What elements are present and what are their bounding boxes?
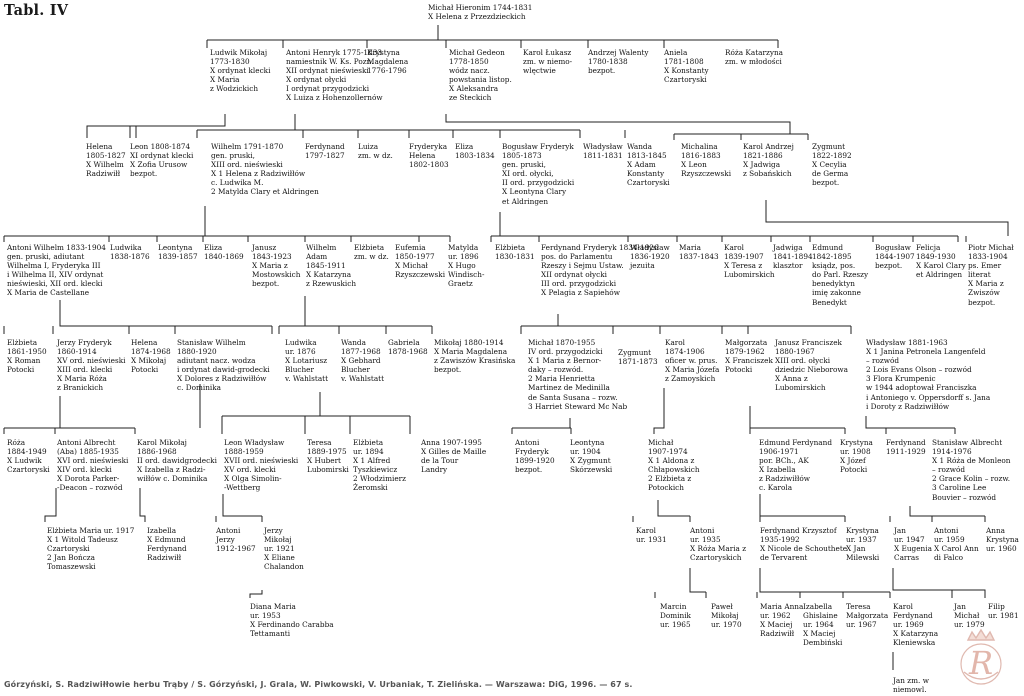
person-stanislaw-albrecht: Stanisław Albrecht 1914-1976 X 1 Róża de… — [932, 438, 1011, 502]
table-title: Tabl. IV — [4, 2, 69, 19]
person-boguslaw-1844: Bogusław 1844-1907 bezpot. — [875, 243, 915, 271]
bibliographic-footer: Górzyński, S. Radziwiłłowie herbu Trąby … — [4, 680, 633, 689]
person-eufemia: Eufemia 1850-1977 X Michał Rzyszczewski — [395, 243, 446, 280]
person-filip: Filip ur. 1981 — [988, 602, 1019, 621]
crowned-monogram-seal-icon: R — [960, 628, 1002, 685]
person-roza-katarzyna: Róża Katarzyna zm. w młodości — [725, 48, 783, 67]
person-wladyslaw: Władysław 1811-1831 — [583, 142, 623, 161]
person-ferdynand-krzysztof: Ferdynand Krzysztof 1935-1992 X Nicole d… — [760, 526, 848, 563]
person-jerzy-mikolaj: Jerzy Mikołaj ur. 1921 X Eliane Chalando… — [264, 526, 304, 572]
person-zygmunt: Zygmunt 1822-1892 X Cecylia de Germa bez… — [812, 142, 852, 188]
person-helena-1874: Helena 1874-1968 X Mikołaj Potocki — [131, 338, 171, 375]
person-karol-mikolaj: Karol Mikołaj 1886-1968 II ord. dawidgro… — [137, 438, 217, 484]
person-anna-krystyna: Anna Krystyna ur. 1960 — [986, 526, 1019, 554]
person-pawel-mikolaj: Paweł Mikołaj ur. 1970 — [711, 602, 742, 630]
person-edmund-ferdynand: Edmund Ferdynand 1906-1971 por. BCh., AK… — [759, 438, 832, 493]
person-malgorzata: Małgorzata 1879-1962 X Franciszek Potock… — [725, 338, 773, 375]
person-matylda: Matylda ur. 1896 X Hugo Windisch- Graetz — [448, 243, 485, 289]
person-antoni-henryk: Antoni Henryk 1775-1833 namiestnik W. Ks… — [286, 48, 383, 103]
person-ferdynand-1911: Ferdynand 1911-1929 — [886, 438, 926, 457]
person-helena: Helena 1805-1827 X Wilhelm Radziwiłł — [86, 142, 126, 179]
person-karol-1874: Karol 1874-1906 oficer w. prus. X Maria … — [665, 338, 720, 384]
person-izabella-ghislaine: Izabella Ghislaine ur. 1964 X Maciej Dem… — [803, 602, 843, 648]
person-wanda-1877: Wanda 1877-1968 X Gebhard Blucher v. Wah… — [341, 338, 385, 384]
person-izabella: Izabella X Edmund Ferdynand Radziwiłł — [147, 526, 187, 563]
person-ludwika: Ludwika 1838-1876 — [110, 243, 150, 262]
person-michal-1870: Michał 1870-1955 IV ord. przygodzicki X … — [528, 338, 628, 411]
seal-monogram: R — [968, 644, 993, 682]
person-leontyna-1904: Leontyna ur. 1904 X Zygmunt Skórzewski — [570, 438, 613, 475]
person-antoni-wilhelm: Antoni Wilhelm 1833-1904 gen. pruski, ad… — [7, 243, 106, 298]
person-stanislaw-wilhelm: Stanisław Wilhelm 1880-1920 adiutant nac… — [177, 338, 270, 393]
person-ludwika-1876: Ludwika ur. 1876 X Lotariusz Blucher v. … — [285, 338, 329, 384]
person-ludwik-mikolaj: Ludwik Mikołaj 1773-1830 X ordynat kleck… — [210, 48, 271, 94]
person-fryderyka-helena: Fryderyka Helena 1802-1803 — [409, 142, 449, 170]
person-janusz: Janusz 1843-1923 X Maria z Mostowskich b… — [252, 243, 301, 289]
person-leontyna: Leontyna 1839-1857 — [158, 243, 198, 262]
person-jan-1947: Jan ur. 1947 X Eugenia Carras — [894, 526, 932, 563]
person-michal-gedeon: Michał Gedeon 1778-1850 wódz nacz. powst… — [449, 48, 512, 103]
person-eliza-1840: Eliza 1840-1869 — [204, 243, 244, 262]
person-antoni-albrecht: Antoni Albrecht (Aba) 1885-1935 XVI ord.… — [57, 438, 129, 493]
person-antoni-1935: Antoni ur. 1935 X Róża Maria z Czartorys… — [690, 526, 747, 563]
person-ferdynand: Ferdynand 1797-1827 — [305, 142, 345, 161]
person-janusz-franciszek: Janusz Franciszek 1880-1967 XIII ord. oł… — [775, 338, 849, 393]
person-wladyslaw-1836: Władysław 1836-1920 jezuita — [630, 243, 670, 271]
person-teresa-1889: Teresa 1889-1975 X Hubert Lubomirski — [307, 438, 349, 475]
person-karol-andrzej: Karol Andrzej 1821-1886 X Jadwiga z Soba… — [743, 142, 794, 179]
person-andrzej-walenty: Andrzej Walenty 1780-1838 bezpot. — [588, 48, 649, 76]
person-wilhelm-adam: Wilhelm Adam 1845-1911 X Katarzyna z Rze… — [306, 243, 357, 289]
person-piotr-michal: Piotr Michał 1833-1904 ps. Emer literat … — [968, 243, 1014, 307]
person-antoni-fryderyk: Antoni Fryderyk 1899-1920 bezpot. — [515, 438, 555, 475]
person-elzbieta-1861: Elżbieta 1861-1950 X Roman Potocki — [7, 338, 47, 375]
person-jan-niemowl: Jan zm. w niemowl. — [893, 676, 929, 695]
person-michal-1907: Michał 1907-1974 X 1 Aldona z Chłapowski… — [648, 438, 700, 493]
person-elzbieta-1830: Elżbieta 1830-1831 — [495, 243, 535, 262]
person-krystyna-magdalena: Krystyna Magdalena 1776-1796 — [367, 48, 409, 76]
person-krystyna-1937: Krystyna ur. 1937 X Jan Milewski — [846, 526, 880, 563]
person-roza-1884: Róża 1884-1949 X Ludwik Czartoryski — [7, 438, 50, 475]
person-antoni-1959: Antoni ur. 1959 X Carol Ann di Falco — [934, 526, 979, 563]
person-leon: Leon 1808-1874 XI ordynat klecki X Zofia… — [130, 142, 194, 179]
person-maria-anna: Maria Anna ur. 1962 X Maciej Radziwiłł — [760, 602, 804, 639]
person-marcin-dominik: Marcin Dominik ur. 1965 — [660, 602, 691, 630]
person-boguslaw-fryderyk: Bogusław Fryderyk 1805-1873 gen. pruski,… — [502, 142, 575, 206]
person-elzbieta-zm: Elżbieta zm. w dz. — [354, 243, 389, 262]
person-zygmunt-1871: Zygmunt 1871-1873 — [618, 348, 658, 367]
person-eliza: Eliza 1803-1834 — [455, 142, 495, 161]
person-antoni-jerzy: Antoni Jerzy 1912-1967 — [216, 526, 256, 554]
person-elzbieta-1894: Elżbieta ur. 1894 X 1 Alfred Tyszkiewicz… — [353, 438, 406, 493]
person-luiza: Luiza zm. w dz. — [358, 142, 393, 161]
person-karol-1931: Karol ur. 1931 — [636, 526, 667, 545]
person-wanda: Wanda 1813-1845 X Adam Konstanty Czartor… — [627, 142, 670, 188]
person-diana-maria: Diana Maria ur. 1953 X Ferdinando Carabb… — [250, 602, 334, 639]
person-ferdynand-fryderyk: Ferdynand Fryderyk 1834-1926 pos. do Par… — [541, 243, 659, 298]
person-edmund: Edmund 1842-1895 ksiądz, pos. do Parl. R… — [812, 243, 869, 307]
person-jadwiga: Jadwiga 1841-1894 klasztor — [773, 243, 813, 271]
person-karol-lukasz: Karol Łukasz zm. w niemo- wlęctwie — [523, 48, 573, 76]
person-michal-hieronim: Michał Hieronim 1744-1831 X Helena z Prz… — [428, 3, 533, 22]
person-jan-michal: Jan Michał ur. 1979 — [954, 602, 985, 630]
person-wladyslaw-1881: Władysław 1881-1963 X 1 Janina Petronela… — [866, 338, 991, 411]
person-krystyna-1908: Krystyna ur. 1908 X Józef Potocki — [840, 438, 873, 475]
person-felicja: Felicja 1849-1930 X Karol Clary et Aldri… — [916, 243, 966, 280]
person-maria-1837: Maria 1837-1843 — [679, 243, 719, 262]
person-karol-1839: Karol 1839-1907 X Teresa z Lubomirskich — [724, 243, 775, 280]
person-jerzy-fryderyk: Jerzy Fryderyk 1860-1914 XV ord. nieświe… — [57, 338, 126, 393]
person-teresa-malgorzata: Teresa Małgorzata ur. 1967 — [846, 602, 889, 630]
person-wilhelm: Wilhelm 1791-1870 gen. pruski, XIII ord.… — [211, 142, 319, 197]
person-karol-ferdynand: Karol Ferdynand ur. 1969 X Katarzyna Kle… — [893, 602, 939, 648]
person-mikolaj-1880: Mikołaj 1880-1914 X Maria Magdalena z Za… — [434, 338, 516, 375]
person-gabriela: Gabriela 1878-1968 — [388, 338, 428, 357]
person-elzbieta-maria: Elżbieta Maria ur. 1917 X 1 Witold Tadeu… — [47, 526, 135, 572]
person-anna-1907: Anna 1907-1995 X Gilles de Maille de la … — [421, 438, 487, 475]
person-aniela: Aniela 1781-1808 X Konstanty Czartoryski — [664, 48, 709, 85]
person-leon-wladyslaw: Leon Władysław 1888-1959 XVII ord. nieśw… — [224, 438, 299, 493]
person-michalina: Michalina 1816-1883 X Leon Rzyszczewski — [681, 142, 732, 179]
